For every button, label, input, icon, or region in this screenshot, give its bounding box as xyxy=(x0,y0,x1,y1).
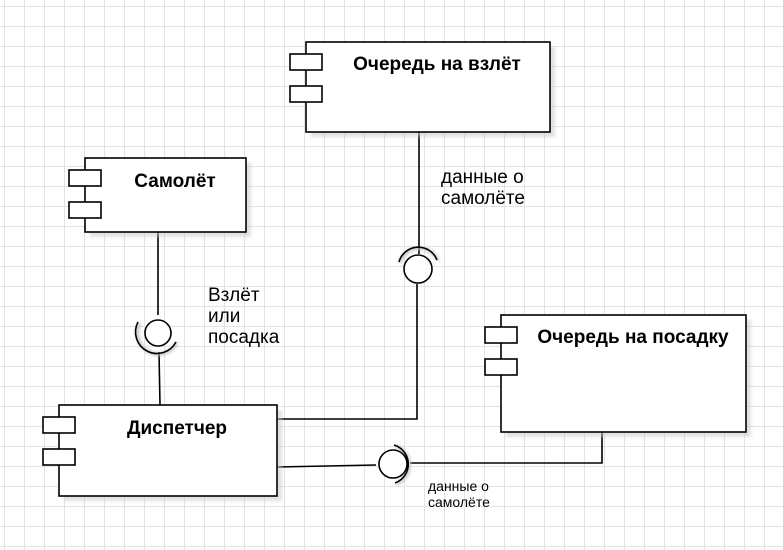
interface-ball xyxy=(378,449,408,479)
connectors xyxy=(157,132,603,468)
component-port-icon xyxy=(68,201,102,219)
component-title: Очередь на посадку xyxy=(537,327,729,348)
connector-airplane-to-dispatcher-bottom[interactable] xyxy=(158,351,161,406)
label-landing-data: данные о самолёте xyxy=(428,478,493,510)
component-port-icon xyxy=(289,53,323,71)
interface-takeoff-data[interactable] xyxy=(398,246,440,284)
label-takeoff-or-landing: Взлёт или посадка xyxy=(208,285,280,348)
component-dispatcher[interactable]: Диспетчер xyxy=(42,404,282,501)
component-port-icon xyxy=(484,326,518,344)
connector-landing-queue-to-socket[interactable] xyxy=(410,432,603,464)
connector-dispatcher-to-landing-socket[interactable] xyxy=(276,464,377,468)
interface-landing-data[interactable] xyxy=(378,444,411,486)
label-takeoff-data: данные о самолёте xyxy=(441,167,529,209)
component-port-icon xyxy=(42,448,76,466)
component-port-icon xyxy=(68,169,102,187)
component-port-icon xyxy=(289,85,323,103)
component-takeoff-queue[interactable]: Очередь на взлёт xyxy=(289,41,555,137)
interface-takeoff-landing[interactable] xyxy=(134,319,179,356)
interface-ball xyxy=(403,254,433,284)
interface-ball xyxy=(144,319,172,347)
component-airplane[interactable]: Самолёт xyxy=(68,157,251,237)
connector-dispatcher-to-takeoff-socket[interactable] xyxy=(277,284,418,420)
component-title: Диспетчер xyxy=(127,418,227,439)
component-landing-queue[interactable]: Очередь на посадку xyxy=(484,314,751,437)
component-title: Очередь на взлёт xyxy=(353,54,521,75)
component-port-icon xyxy=(484,358,518,376)
component-title: Самолёт xyxy=(134,171,215,192)
component-port-icon xyxy=(42,416,76,434)
